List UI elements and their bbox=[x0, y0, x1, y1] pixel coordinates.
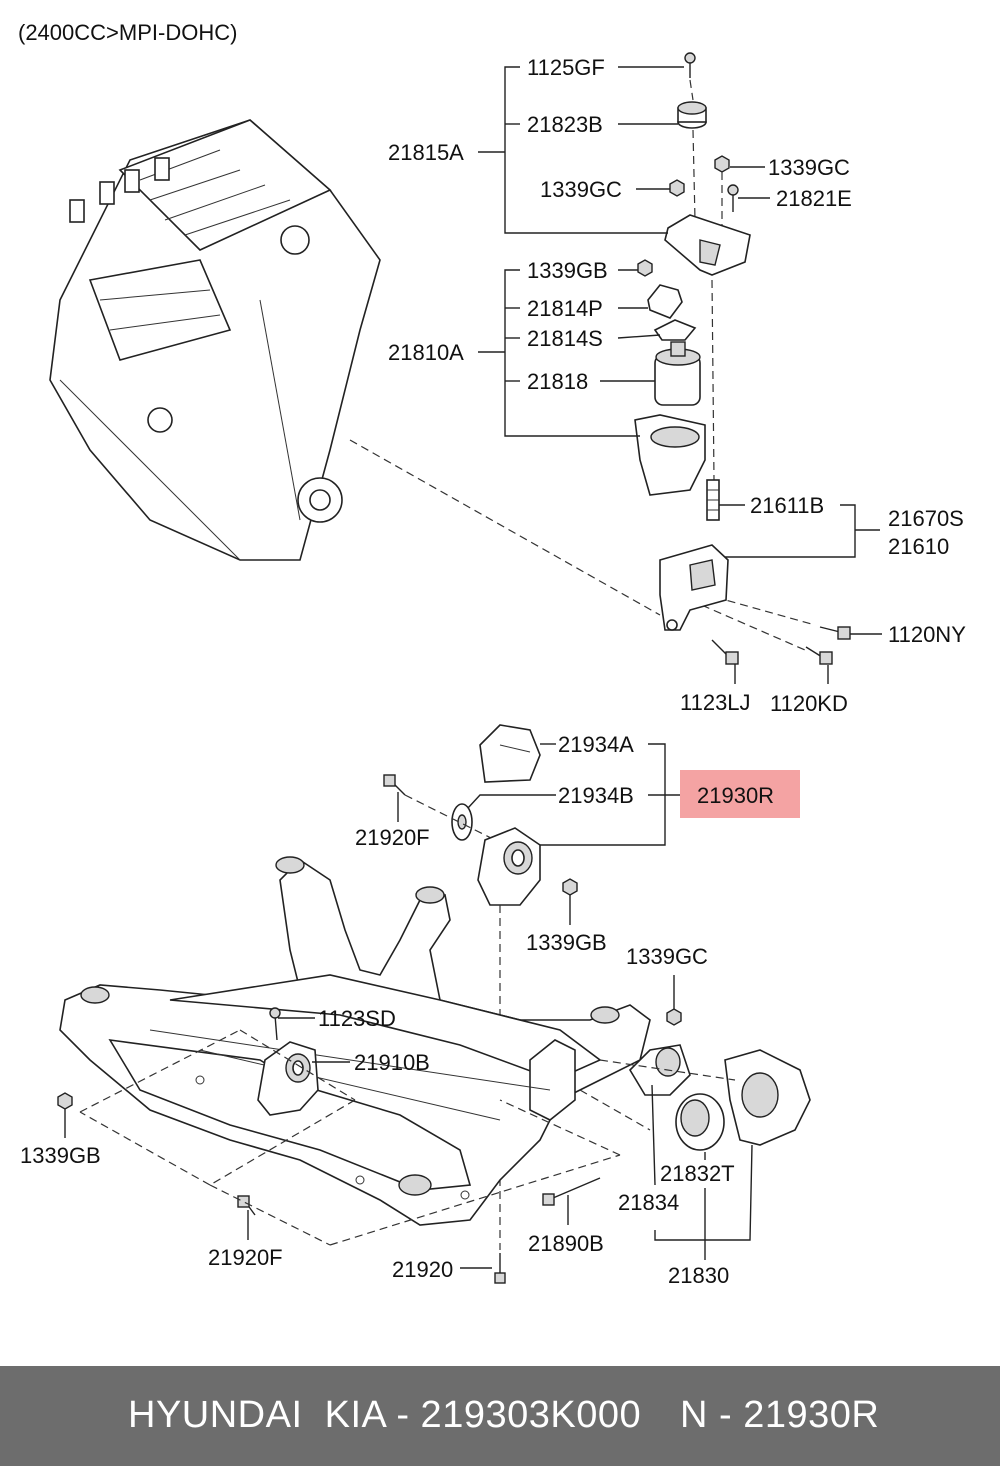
label-21920: 21920 bbox=[392, 1257, 453, 1282]
mid-mount-parts bbox=[383, 724, 578, 906]
engine-block-illustration bbox=[49, 119, 381, 561]
label-1125GF: 1125GF bbox=[527, 55, 605, 80]
label-21814S: 21814S bbox=[527, 326, 603, 351]
label-21823B: 21823B bbox=[527, 112, 603, 137]
label-21920F-lower: 21920F bbox=[208, 1245, 283, 1270]
label-21930R: 21930R bbox=[697, 783, 774, 808]
lower-dashed-lines bbox=[79, 1029, 736, 1246]
label-21832T: 21832T bbox=[660, 1161, 735, 1186]
footer-reference-number: N - 21930R bbox=[680, 1394, 880, 1436]
footer-brand-part-number: HYUNDAI KIA - 219303K000 bbox=[128, 1394, 642, 1436]
part-number-banner: HYUNDAI KIA - 219303K000 N - 21930R bbox=[0, 1366, 1000, 1466]
lower-leader-lines bbox=[64, 975, 753, 1269]
label-21818: 21818 bbox=[527, 369, 588, 394]
label-21934B: 21934B bbox=[558, 783, 634, 808]
label-21611B: 21611B bbox=[750, 493, 824, 518]
label-1339GC-lower: 1339GC bbox=[626, 944, 708, 969]
label-1120KD: 1120KD bbox=[770, 691, 848, 716]
label-21670S: 21670S bbox=[888, 506, 964, 531]
label-1339GB-upper: 1339GB bbox=[527, 258, 608, 283]
label-1123LJ: 1123LJ bbox=[680, 690, 751, 715]
label-21920F-upper: 21920F bbox=[355, 825, 430, 850]
label-21910B: 21910B bbox=[354, 1050, 430, 1075]
label-1123SD: 1123SD bbox=[318, 1006, 396, 1031]
label-1339GC-mid: 1339GC bbox=[540, 177, 622, 202]
label-21934A: 21934A bbox=[558, 732, 634, 757]
rear-mount-parts bbox=[628, 1044, 811, 1151]
label-1339GB-mid: 1339GB bbox=[526, 930, 607, 955]
subframe-illustration bbox=[59, 856, 651, 1226]
label-21814P: 21814P bbox=[527, 296, 603, 321]
label-21610: 21610 bbox=[888, 534, 949, 559]
label-1120NY: 1120NY bbox=[888, 622, 966, 647]
upper-leader-lines bbox=[478, 66, 882, 684]
label-21810A: 21810A bbox=[388, 340, 464, 365]
label-21834: 21834 bbox=[618, 1190, 679, 1215]
highlight-21930R bbox=[680, 770, 800, 818]
label-1339GC-upper: 1339GC bbox=[768, 155, 850, 180]
label-1339GB-lower: 1339GB bbox=[20, 1143, 101, 1168]
label-21830: 21830 bbox=[668, 1263, 729, 1288]
front-mount-parts bbox=[57, 1007, 682, 1284]
parts-diagram: (2400CC>MPI-DOHC) bbox=[18, 20, 966, 1288]
upper-mount-parts bbox=[634, 52, 851, 665]
engine-spec-note: (2400CC>MPI-DOHC) bbox=[18, 20, 237, 45]
part-labels: 1125GF 21823B 21815A 1339GC 1339GC 21821… bbox=[20, 55, 966, 1288]
label-21890B: 21890B bbox=[528, 1231, 604, 1256]
label-21815A: 21815A bbox=[388, 140, 464, 165]
label-21821E: 21821E bbox=[776, 186, 852, 211]
